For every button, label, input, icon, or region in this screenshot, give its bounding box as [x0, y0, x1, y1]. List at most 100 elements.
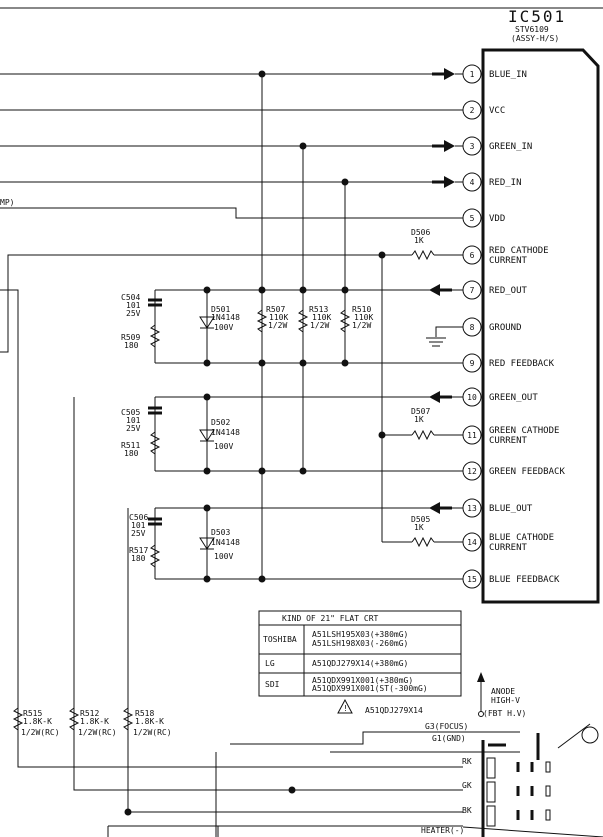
r507-value: 110K: [269, 313, 288, 322]
pin-label: RED CATHODE: [489, 246, 549, 256]
g1-label: G1(GND): [432, 734, 466, 743]
pin-number: 8: [470, 323, 475, 332]
pin-label: GREEN CATHODE: [489, 426, 559, 436]
pin-number: 11: [467, 431, 477, 440]
partial-left-label: MP): [0, 198, 14, 207]
crt-row-3-part-2: A51QDX991X001(ST(-300mG): [312, 684, 428, 693]
r510-label: R510: [352, 305, 371, 314]
d502-part: 1N4148: [211, 428, 240, 437]
pin-number: 3: [470, 142, 475, 151]
c505-value: 101: [126, 416, 141, 425]
r512-label: R512: [80, 709, 99, 718]
c504-voltage: 25V: [126, 309, 141, 318]
crt-row-1-part-2: A51LSH198X03(-260mG): [312, 639, 408, 648]
crt-row-3-maker: SDI: [265, 680, 280, 689]
crt-table: KIND OF 21" FLAT CRT TOSHIBA A51LSH195X0…: [258, 610, 462, 697]
r510-power: 1/2W: [352, 321, 371, 330]
rk-label: RK: [462, 757, 472, 766]
pin-number: 10: [467, 393, 477, 402]
pin-label-line-2: CURRENT: [489, 543, 528, 553]
r512-value: 1.8K-K: [80, 717, 109, 726]
d501-part: 1N4148: [211, 313, 240, 322]
c506-voltage: 25V: [131, 529, 146, 538]
svg-text:!: !: [343, 704, 348, 713]
crt-table-title: KIND OF 21" FLAT CRT: [282, 614, 379, 623]
ic-pin-10: 10 GREEN_OUT: [462, 387, 538, 407]
d502-label: D502: [211, 418, 230, 427]
c504-label: C504: [121, 293, 140, 302]
r511-value: 180: [124, 449, 139, 458]
crt-row-1-part-1: A51LSH195X03(+380mG): [312, 630, 408, 639]
c505-label: C505: [121, 408, 140, 417]
crt-row-3-part-1: A51QDX991X001(+380mG): [312, 676, 413, 685]
pin-label: GROUND: [489, 323, 522, 333]
r511-label: R511: [121, 441, 140, 450]
d501-voltage: 100V: [214, 323, 233, 332]
r510-value: 110K: [354, 313, 373, 322]
pin-number: 13: [467, 504, 477, 513]
d505-value: 1K: [414, 523, 424, 532]
r507-label: R507: [266, 305, 285, 314]
d506-label: D506: [411, 228, 430, 237]
anode-label-2: HIGH-V: [491, 696, 520, 705]
pin-number: 14: [467, 538, 477, 547]
ic-pin-7: 7 RED_OUT: [462, 280, 528, 300]
r507-power: 1/2W: [268, 321, 287, 330]
pin-label: RED_IN: [489, 178, 522, 188]
crt-row-2-maker: LG: [265, 659, 275, 668]
pin-number: 9: [470, 359, 475, 368]
pin-label: VDD: [489, 214, 505, 224]
pin-number: 5: [470, 214, 475, 223]
r515-power: 1/2W(RC): [21, 728, 60, 737]
warning-triangle-icon: [337, 698, 353, 714]
c506-label: C506: [129, 513, 148, 522]
pin-label: VCC: [489, 106, 505, 116]
r515-label: R515: [23, 709, 42, 718]
pin-number: 12: [467, 467, 477, 476]
r513-label: R513: [309, 305, 328, 314]
warning-part: A51QDJ279X14: [365, 706, 423, 715]
c505-voltage: 25V: [126, 424, 141, 433]
r517-label: R517: [129, 546, 148, 555]
pin-label-line-2: CURRENT: [489, 256, 528, 266]
g3-label: G3(FOCUS): [425, 722, 468, 731]
bk-label: BK: [462, 806, 472, 815]
component-labels: C504 101 25V R509 180 D501 1N4148 100V R…: [121, 228, 430, 563]
c506-value: 101: [131, 521, 146, 530]
r513-value: 110K: [312, 313, 331, 322]
pin-label: GREEN_OUT: [489, 393, 538, 403]
ic-assy: (ASSY-H/S): [511, 34, 559, 43]
ic-pin-8: 8 GROUND: [462, 317, 522, 337]
pin-label: RED_OUT: [489, 286, 528, 296]
d505-label: D505: [411, 515, 430, 524]
crt-row-1-maker: TOSHIBA: [263, 635, 297, 644]
d503-label: D503: [211, 528, 230, 537]
r518-value: 1.8K-K: [135, 717, 164, 726]
anode-label-3: (FBT H.V): [483, 709, 526, 718]
crt-row-2-part-1: A51QDJ279X14(+380mG): [312, 659, 408, 668]
pin-label: BLUE CATHODE: [489, 533, 554, 543]
d502-voltage: 100V: [214, 442, 233, 451]
r512-power: 1/2W(RC): [78, 728, 117, 737]
heater-label: HEATER(-): [421, 826, 464, 835]
d507-value: 1K: [414, 415, 424, 424]
filter-components: [148, 298, 351, 568]
ic-part: STV6109: [515, 25, 549, 34]
crt-socket: G3(FOCUS) G1(GND) RK GK BK HEATER(-): [215, 722, 603, 837]
pin-number: 15: [467, 575, 477, 584]
pin-number: 2: [470, 106, 475, 115]
r509-value: 180: [124, 341, 139, 350]
pin-number: 7: [470, 286, 475, 295]
r515-value: 1.8K-K: [23, 717, 52, 726]
pin-number: 1: [470, 70, 475, 79]
d507-label: D507: [411, 407, 430, 416]
